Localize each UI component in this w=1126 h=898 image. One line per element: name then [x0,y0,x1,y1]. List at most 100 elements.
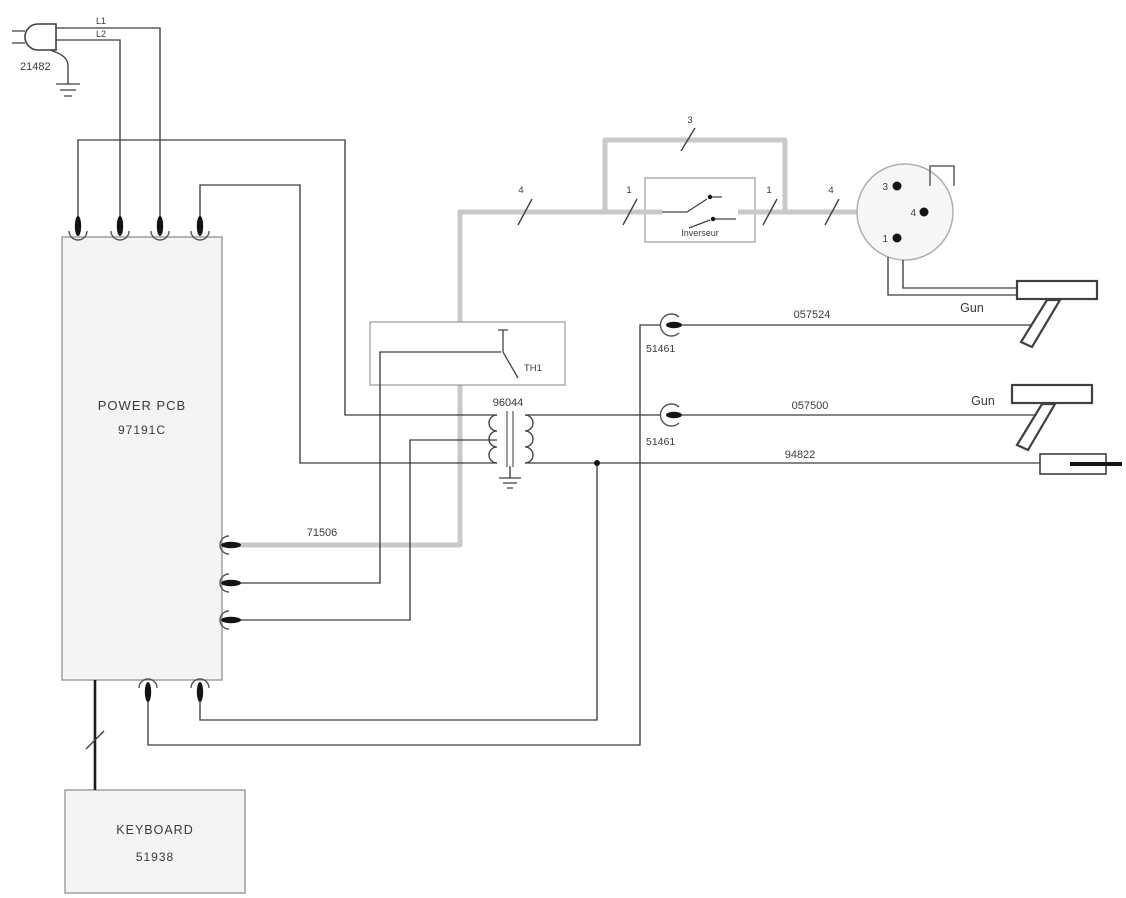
round-connector-body [856,163,954,261]
wire-pcb-to-primary-top [77,139,497,416]
power-pcb-box [61,236,223,681]
pcb-bottom-pin-2 [196,682,204,702]
plug-ground-symbol [56,83,80,97]
transformer [488,411,534,489]
pcb-top-pin-4 [196,216,204,236]
pcb-connectors [68,216,241,702]
pcb-top-clip-1 [68,230,88,241]
selector-switch-glyphs [662,194,736,229]
keyboard-title-label: KEYBOARD [116,823,193,837]
selector-switch-box [644,177,756,243]
connector-pin-1-label: 1 [882,234,888,245]
pcb-right-pin-1 [221,541,241,549]
plug-body [24,23,57,51]
transformer-ground-symbol [499,466,521,489]
junction-dot [594,460,600,466]
slash-bridge [680,127,696,152]
slash-left-inner [622,198,638,226]
gun2-body [1010,383,1094,405]
cable-gun1-label: 057524 [794,309,831,321]
connector-pin-4-label: 4 [910,208,916,219]
pcb-top-clip-4 [190,230,210,241]
keyboard-box [64,789,246,894]
wire-plug-ground [49,49,69,84]
slash-left-outer [517,198,533,226]
wire-connector-to-gun1-a [887,257,1017,296]
gun2-handle [1015,402,1057,452]
slash-right-inner [762,198,778,226]
output-devices [1010,279,1122,475]
transformer-core [506,411,514,467]
gun1-handle [1019,298,1062,349]
gun2-connector-clip [659,403,680,427]
line-l2-label: L2 [96,29,106,39]
connector-bracket [929,165,955,186]
wire-pcb-to-primary-bottom [199,184,497,464]
wire-marks [85,127,840,750]
wire-pcb-bottom-loop2 [199,463,598,721]
thermal-switch-label: TH1 [524,363,542,374]
slash-keyboard-wire [85,730,105,750]
mark-bridge-label: 3 [687,115,692,126]
transformer-secondary-coil [524,414,534,464]
wire-l1 [56,27,161,217]
gun1-body [1015,279,1099,301]
gun1-label: Gun [960,301,984,315]
pcb-part-label: 97191C [118,423,166,437]
pcb-top-clip-3 [150,230,170,241]
line-l1-label: L1 [96,16,106,26]
slash-right-outer [824,198,840,226]
pcb-right-pin-2 [221,579,241,587]
gun2-connector-pin [666,411,682,419]
selector-contact-dot-bottom [710,216,716,222]
pcb-top-pin-2 [116,216,124,236]
selector-switch-label: Inverseur [681,228,719,238]
pcb-top-clip-2 [110,230,130,241]
transformer-primary-coil [488,414,498,464]
thermal-switch-glyph [498,329,519,379]
wire-l2 [56,39,121,217]
selector-contact-dot-top [707,194,713,200]
pcb-right-clip-1 [219,535,230,555]
cable-71506-label: 71506 [307,527,338,539]
gun1-connector-label: 51461 [646,343,675,355]
plug-part-label: 21482 [20,61,51,73]
pcb-title-label: POWER PCB [98,398,186,413]
wires [49,27,1040,790]
pcb-right-clip-2 [219,573,230,593]
inline-connectors [659,313,682,427]
mark-right-outer-label: 4 [828,185,833,196]
thermal-switch-box [369,321,566,386]
connector-pin-3-label: 3 [882,182,888,193]
pcb-right-clip-3 [219,610,230,630]
connector-pin-1-dot [892,233,902,243]
cable-electrode-label: 94822 [785,449,816,461]
gun2-connector-label: 51461 [646,436,675,448]
mains-plug [12,23,57,51]
mark-right-inner-label: 1 [766,185,771,196]
selector-switch-contacts [662,196,736,229]
wire-pcb-bottom-loop1 [147,324,660,746]
round-connector-details [892,165,955,243]
pcb-right-pin-3 [221,616,241,624]
pcb-bottom-pin-1 [144,682,152,702]
transformer-part-label: 96044 [493,397,524,409]
cable-gun2-label: 057500 [792,400,829,412]
keyboard-part-label: 51938 [136,850,174,864]
wire-pcb-to-thermal [232,351,501,584]
thermal-switch-contact [498,329,519,379]
gun2-label: Gun [971,394,995,408]
plug-prongs [12,30,25,44]
pcb-top-pin-3 [156,216,164,236]
gun1-connector-pin [666,321,682,329]
pcb-top-pin-1 [74,216,82,236]
wire-pcb-to-primary-tap [232,439,497,621]
wire-connector-to-gun1-b [902,260,1017,289]
pcb-bottom-clip-2 [190,678,210,689]
labels: 21482 L1 L2 POWER PCB 97191C KEYBOARD 51… [20,16,995,864]
connector-pin-4-dot [919,207,929,217]
connector-pin-3-dot [892,181,902,191]
cable-bridge-loop [602,137,788,212]
mark-left-outer-label: 4 [518,185,523,196]
